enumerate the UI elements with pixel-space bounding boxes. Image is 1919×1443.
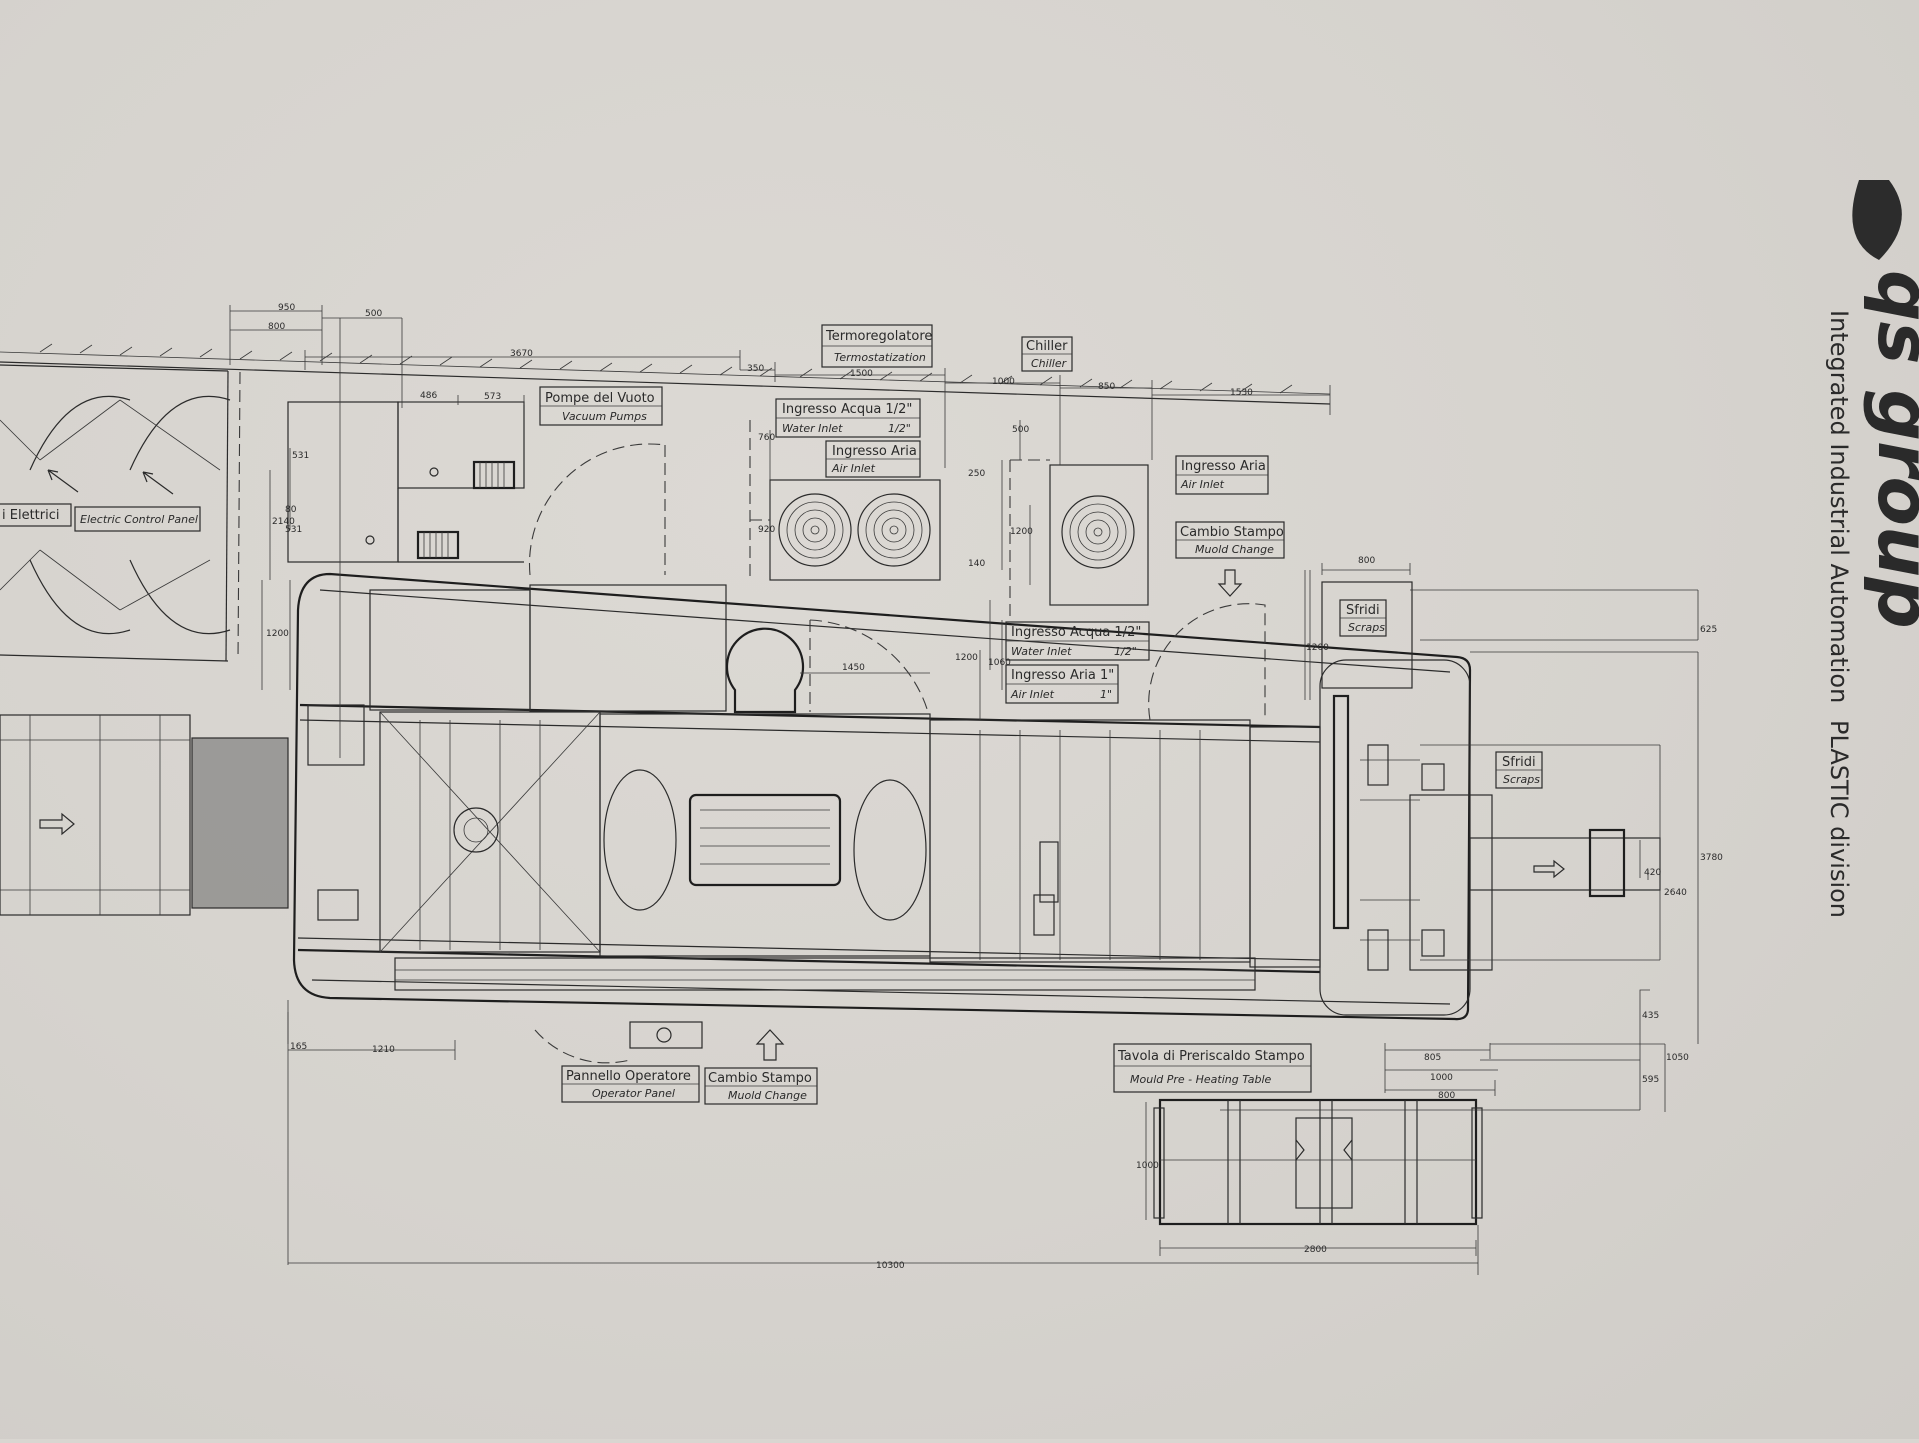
dimension-value: 1200: [266, 629, 289, 639]
machine-body: [292, 572, 1472, 1021]
operator-panel-label-it: Pannello Operatore: [566, 1069, 691, 1084]
mould-change-2-label-en: Muold Change: [728, 1089, 807, 1102]
dimension-value: 531: [285, 525, 302, 535]
electric-panel-label-en: Electric Control Panel: [80, 513, 198, 526]
dimension-value: 920: [758, 525, 775, 535]
outfeed-flow-arrow: [1533, 859, 1565, 879]
dimension-value: 1200: [1306, 643, 1329, 653]
inlets-top: Ingresso Acqua 1/2" Water Inlet 1/2" Ing…: [775, 398, 1285, 597]
dimension-value: 140: [968, 559, 985, 569]
air-inlet-1-label-en: Air Inlet: [831, 462, 876, 475]
vacuum-pumps-area: Pompe del Vuoto Vacuum Pumps: [287, 386, 666, 576]
electric-panel-area: i Elettrici Electric Control Panel: [0, 364, 241, 662]
air-inlet-3-size: 1": [1100, 688, 1112, 701]
dimension-value: 420: [1644, 868, 1661, 878]
dimension-value: 950: [278, 303, 295, 313]
dimension-value: 760: [758, 433, 775, 443]
dimension-value: 1200: [1010, 527, 1033, 537]
dimension-value: 2800: [1304, 1245, 1327, 1255]
scraps-1-label-en: Scraps: [1348, 621, 1385, 634]
inlets-middle: Ingresso Acqua 1/2" Water Inlet 1/2" Ing…: [809, 619, 1150, 713]
dimension-value: 500: [365, 309, 382, 319]
preheat-table-label-en: Mould Pre - Heating Table: [1130, 1073, 1272, 1086]
dimension-value: 573: [484, 392, 501, 402]
chiller-unit: Chiller Chiller: [1009, 336, 1149, 620]
dimension-value: 1450: [842, 663, 865, 673]
dimension-value: 1200: [955, 653, 978, 663]
dimension-value: 1050: [1666, 1053, 1689, 1063]
dimension-value: 486: [420, 391, 437, 401]
scraps-2-label-it: Sfridi: [1502, 755, 1536, 770]
dimension-value: 10300: [876, 1261, 905, 1271]
logo-text: qs group: [1862, 270, 1919, 629]
dimension-value: 3780: [1700, 853, 1723, 863]
water-inlet-2-label-it: Ingresso Acqua 1/2": [1011, 625, 1141, 640]
dimension-value: 350: [747, 364, 764, 374]
brand-block: qs group Integrated Industrial Automatio…: [1825, 180, 1919, 918]
dimension-value: 625: [1700, 625, 1717, 635]
infeed-conveyor: [0, 714, 289, 916]
dimension-value: 850: [1098, 382, 1115, 392]
brand-tagline: Integrated Industrial Automation: [1825, 310, 1853, 703]
infeed-flow-arrow: [39, 812, 75, 836]
thermoregulator-label-en: Termostatization: [834, 351, 926, 364]
dimension-value: 1000: [992, 377, 1015, 387]
dimension-value: 1060: [988, 658, 1011, 668]
dimension-value: 2640: [1664, 888, 1687, 898]
water-inlet-1-label-en: Water Inlet: [782, 422, 843, 435]
dimension-value: 500: [1012, 425, 1029, 435]
vacuum-pumps-label-it: Pompe del Vuoto: [545, 391, 655, 406]
air-inlet-1-label-it: Ingresso Aria: [832, 444, 917, 459]
dimension-values: 950 800 500 3670 350 1500 1000 850 1530 …: [266, 303, 1723, 1271]
dimension-value: 1210: [372, 1045, 395, 1055]
mould-change-1-label-en: Muold Change: [1195, 543, 1274, 556]
preheating-table: [1153, 1098, 1483, 1226]
dimension-value: 250: [968, 469, 985, 479]
dimension-value: 800: [268, 322, 285, 332]
scraps-2-label-en: Scraps: [1503, 773, 1540, 786]
water-inlet-2-label-en: Water Inlet: [1011, 645, 1072, 658]
dimension-value: 805: [1424, 1053, 1441, 1063]
scraps-1-label-it: Sfridi: [1346, 603, 1380, 618]
dimension-value: 1530: [1230, 388, 1253, 398]
dimension-value: 800: [1438, 1091, 1455, 1101]
mould-change-arrow-bottom: [755, 1029, 785, 1061]
air-inlet-2-label-en: Air Inlet: [1180, 478, 1225, 491]
logo-swoosh-icon: [1852, 180, 1902, 260]
water-inlet-1-label-it: Ingresso Acqua 1/2": [782, 402, 912, 417]
dimension-value: 435: [1642, 1011, 1659, 1021]
chiller-label-en: Chiller: [1031, 357, 1068, 370]
dimension-value: 80: [285, 505, 297, 515]
brand-division: PLASTIC division: [1825, 720, 1853, 918]
dimension-value: 595: [1642, 1075, 1659, 1085]
dimension-value: 800: [1358, 556, 1375, 566]
water-inlet-2-size: 1/2": [1114, 645, 1137, 658]
dimension-value: 531: [292, 451, 309, 461]
water-inlet-1-size: 1/2": [888, 422, 911, 435]
air-inlet-2-label-it: Ingresso Aria: [1181, 459, 1266, 474]
vacuum-pumps-label-en: Vacuum Pumps: [562, 410, 647, 423]
dimension-value: 1500: [850, 369, 873, 379]
electric-panel-label-it: i Elettrici: [2, 508, 59, 523]
mould-change-1-label-it: Cambio Stampo: [1180, 525, 1284, 540]
dimension-lines: [229, 305, 1699, 1275]
wall-line-top: [0, 343, 1331, 405]
preheat-table-label-it: Tavola di Preriscaldo Stampo: [1117, 1049, 1305, 1064]
outfeed-section: Sfridi Scraps Sfridi Scraps: [1148, 581, 1661, 1016]
dimension-value: 3670: [510, 349, 533, 359]
thermoregulator-label-it: Termoregolatore: [825, 329, 932, 344]
air-inlet-3-label-en: Air Inlet: [1010, 688, 1055, 701]
chiller-label-it: Chiller: [1026, 339, 1068, 354]
operator-panel-label-en: Operator Panel: [592, 1087, 675, 1100]
dimension-value: 1000: [1430, 1073, 1453, 1083]
air-inlet-3-label-it: Ingresso Aria 1": [1011, 668, 1114, 683]
dimension-value: 2140: [272, 517, 295, 527]
dimension-value: 1000: [1136, 1161, 1159, 1171]
bottom-labels: Pannello Operatore Operator Panel Cambio…: [534, 1021, 1312, 1105]
mould-change-arrow-top: [1217, 569, 1243, 597]
dimension-value: 165: [290, 1042, 307, 1052]
mould-change-2-label-it: Cambio Stampo: [708, 1071, 812, 1086]
